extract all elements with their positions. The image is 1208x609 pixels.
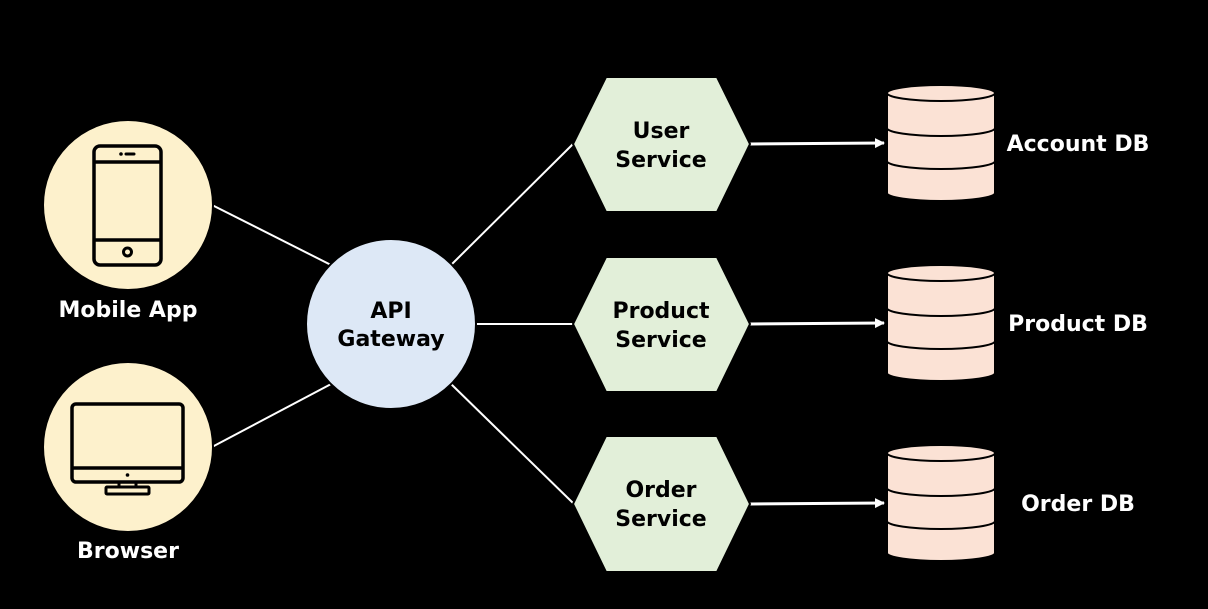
order-db-label: Order DB xyxy=(1021,492,1135,517)
product-db-label: Product DB xyxy=(1008,312,1148,337)
connector-browser-to-gateway xyxy=(211,382,334,448)
connector-mobile-to-gateway xyxy=(211,204,334,267)
client-label-browser: Browser xyxy=(77,539,179,564)
arrow-order-service-to-order-db xyxy=(749,498,885,509)
database-icon xyxy=(886,264,996,382)
connector-gateway-to-user-service xyxy=(449,143,574,267)
account-db-label: Account DB xyxy=(1007,132,1150,157)
gateway-label-line2: Gateway xyxy=(337,327,444,352)
order-service-label-line1: Order xyxy=(625,478,696,503)
account-db-node: Account DB xyxy=(886,84,1150,202)
user-service-label-line1: User xyxy=(633,119,690,144)
client-mobile-app: Mobile App xyxy=(42,119,214,323)
order-service-label-line2: Service xyxy=(615,507,706,532)
order-service-node: Order Service xyxy=(571,435,752,573)
product-db-node: Product DB xyxy=(886,264,1148,382)
product-service-label-line2: Service xyxy=(615,328,706,353)
database-icon xyxy=(886,84,996,202)
smartphone-icon xyxy=(92,144,163,267)
gateway-label-line1: API xyxy=(370,299,411,324)
product-service-label-line1: Product xyxy=(612,299,710,324)
api-gateway-node: API Gateway xyxy=(305,238,477,410)
user-service-label-line2: Service xyxy=(615,148,706,173)
order-db-node: Order DB xyxy=(886,444,1135,562)
arrow-product-service-to-product-db xyxy=(749,318,885,329)
client-label-mobile-app: Mobile App xyxy=(59,298,198,323)
product-service-node: Product Service xyxy=(571,256,752,393)
desktop-monitor-icon xyxy=(70,402,185,496)
user-service-node: User Service xyxy=(571,76,752,213)
arrow-user-service-to-account-db xyxy=(749,138,885,149)
database-icon xyxy=(886,444,996,562)
client-browser: Browser xyxy=(42,361,214,564)
connector-gateway-to-order-service xyxy=(449,382,574,504)
